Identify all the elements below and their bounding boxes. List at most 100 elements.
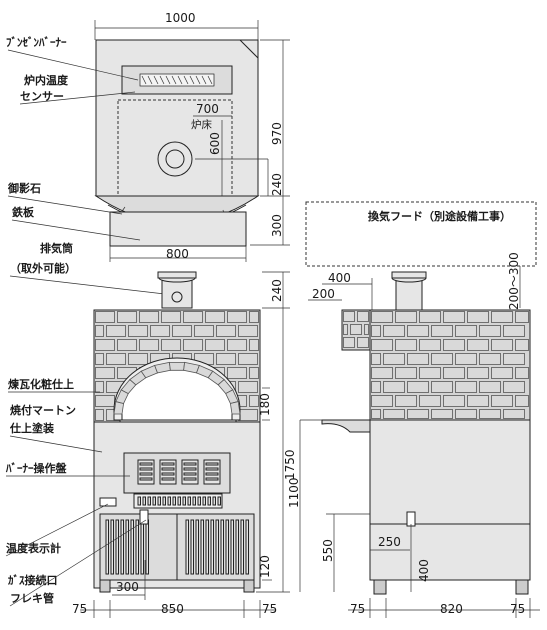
- facade-brick: [95, 409, 104, 421]
- front-right-margin: 75: [262, 602, 277, 616]
- side-offset-1: 400: [328, 271, 351, 285]
- side-brick: [431, 381, 453, 393]
- side-brick: [383, 325, 405, 337]
- cabinet-vent: [230, 519, 234, 575]
- callout-thermo: 温度表示計: [6, 541, 61, 555]
- side-brick: [407, 409, 429, 419]
- vent-slot: [172, 496, 176, 506]
- side-brick: [343, 337, 355, 348]
- pipe-dim-label: 400: [417, 559, 431, 582]
- side-brick: [443, 367, 465, 379]
- side-brick: [467, 311, 489, 323]
- front-left-margin: 75: [72, 602, 87, 616]
- side-brick: [479, 409, 501, 419]
- arch-height-label: 180: [258, 393, 272, 416]
- facade-brick: [95, 353, 104, 365]
- side-brick: [357, 337, 369, 348]
- arch-brick: [229, 401, 241, 415]
- side-brick: [383, 353, 405, 365]
- side-brick: [455, 353, 477, 365]
- side-brick: [395, 339, 417, 351]
- callout-sensor-2: センサー: [20, 90, 64, 103]
- facade-brick: [161, 311, 181, 323]
- vent-slot: [147, 496, 151, 506]
- side-brick: [371, 395, 393, 407]
- cabinet-vent: [120, 519, 124, 575]
- vent-slot: [187, 496, 191, 506]
- cabinet-vent: [200, 519, 204, 575]
- cabinet-vent: [185, 519, 189, 575]
- callout-stone: 御影石: [7, 181, 41, 195]
- cabinet-vent: [220, 519, 224, 575]
- cabinet-vent: [115, 519, 119, 575]
- callout-finish-1: 焼付マートン: [10, 403, 76, 417]
- counter-height-label: 1100: [287, 477, 301, 508]
- facade-brick: [139, 339, 159, 351]
- facade-brick: [227, 339, 247, 351]
- side-brick: [503, 325, 525, 337]
- panel-slat: [161, 472, 175, 476]
- vent-slot: [157, 496, 161, 506]
- cabinet-vent: [105, 519, 109, 575]
- cabinet-vent: [235, 519, 239, 575]
- cabinet-vent: [195, 519, 199, 575]
- side-brick: [479, 381, 501, 393]
- side-brick: [343, 324, 348, 335]
- side-brick: [371, 353, 381, 365]
- side-brick: [419, 395, 441, 407]
- vent-slot: [182, 496, 186, 506]
- side-brick: [455, 325, 477, 337]
- facade-brick: [183, 339, 203, 351]
- hood-label: 換気フード（別途設備工事）: [368, 209, 511, 223]
- side-brick: [383, 409, 405, 419]
- side-brick: [443, 395, 465, 407]
- hood-gap-label: 200～300: [507, 252, 521, 310]
- side-brick: [467, 367, 489, 379]
- gas-offset-label: 300: [116, 580, 139, 594]
- side-brick: [343, 311, 355, 322]
- panel-slat: [205, 477, 219, 481]
- side-brick: [371, 339, 393, 351]
- center-offset-label: 240: [270, 173, 284, 196]
- panel-slat: [161, 462, 175, 466]
- callout-gas-1: ｶﾞｽ接続口: [8, 573, 58, 587]
- facade-brick: [183, 311, 203, 323]
- vent-slot: [142, 496, 146, 506]
- floor-label: 炉床: [191, 118, 212, 131]
- facade-brick: [150, 325, 170, 337]
- side-brick: [431, 353, 453, 365]
- front-view: 490 240 180 1750 120 300: [5, 271, 297, 618]
- side-brick: [371, 409, 381, 419]
- side-brick: [371, 367, 393, 379]
- top-view: 1000 700 炉床 600 970 240 300: [6, 11, 290, 297]
- side-brick: [419, 311, 441, 323]
- side-brick: [407, 325, 429, 337]
- top-depth-label: 970: [270, 122, 284, 145]
- facade-brick: [95, 367, 115, 379]
- panel-slat: [183, 467, 197, 471]
- panel-slat: [183, 477, 197, 481]
- front-offset-label: 300: [270, 214, 284, 237]
- side-brick: [491, 367, 513, 379]
- facade-brick: [205, 339, 225, 351]
- side-brick: [455, 409, 477, 419]
- side-brick: [515, 311, 529, 323]
- facade-brick: [249, 395, 259, 407]
- side-brick: [479, 353, 501, 365]
- facade-brick: [161, 339, 181, 351]
- callout-chimney-2: （取外可能）: [10, 261, 76, 275]
- side-brick: [364, 324, 369, 335]
- callout-chimney-1: 排気筒: [40, 241, 73, 255]
- side-brick: [467, 395, 489, 407]
- vent-slot: [207, 496, 211, 506]
- base-width-label: 800: [166, 247, 189, 261]
- floor-depth-label: 600: [208, 132, 222, 155]
- facade-brick: [227, 367, 247, 379]
- facade-brick: [238, 353, 258, 365]
- floor-width-label: 700: [196, 102, 219, 116]
- top-width-label: 1000: [165, 11, 196, 25]
- side-depth-label: 820: [440, 602, 463, 616]
- vent-slot: [137, 496, 141, 506]
- callout-finish-2: 仕上塗装: [9, 421, 54, 435]
